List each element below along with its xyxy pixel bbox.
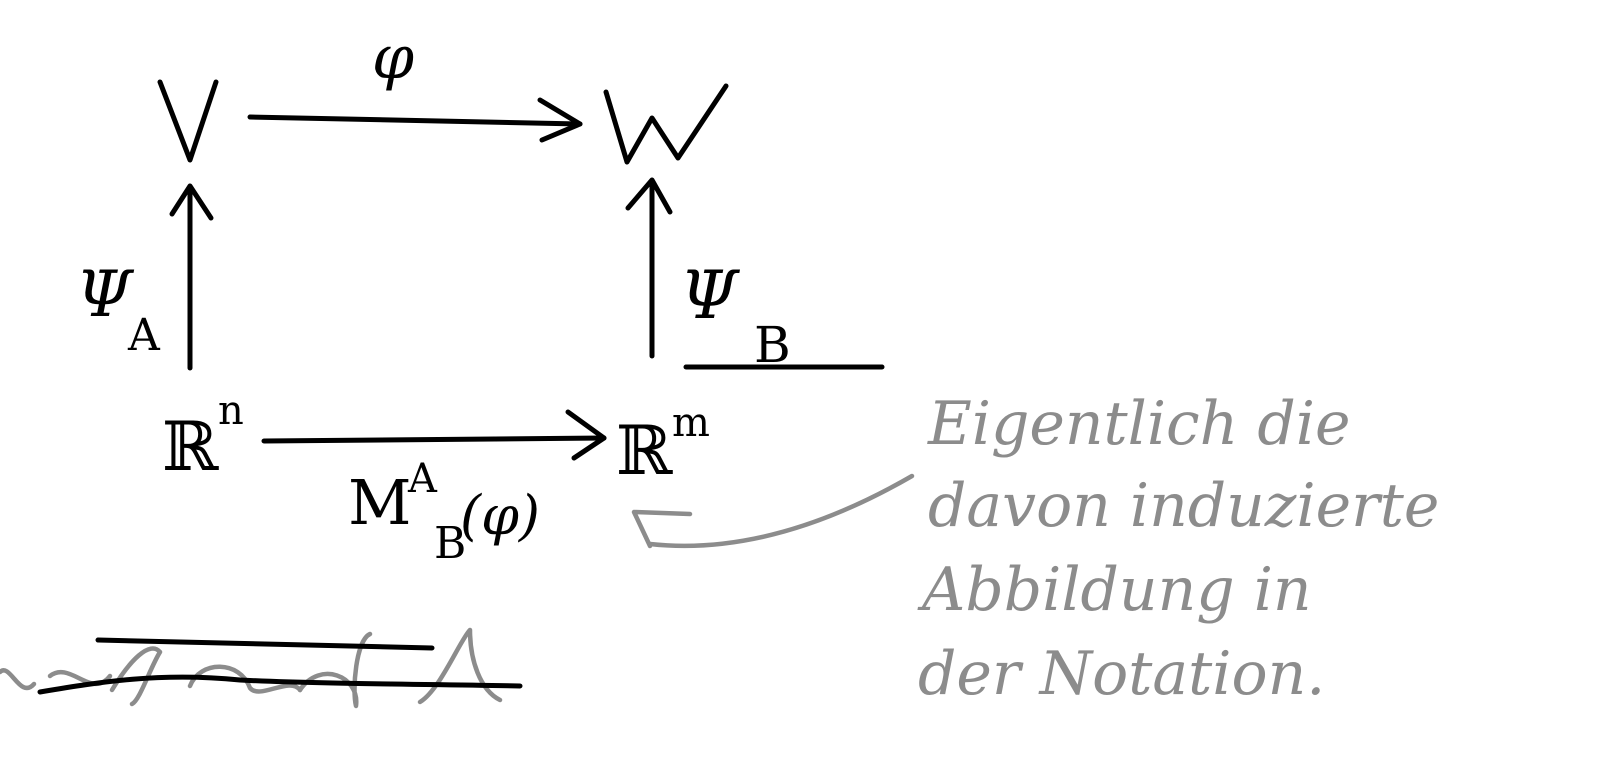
arrow-bottom-label-sup: A — [407, 456, 438, 502]
node-rn-base: ℝ — [162, 408, 219, 487]
arrow-bottom — [261, 409, 607, 461]
annotation-text: Eigentlich die davon induzierte Abbildun… — [917, 389, 1439, 709]
arrow-top-label: φ — [372, 23, 414, 93]
annotation-line: der Notation. — [918, 639, 1325, 709]
node-rn: ℝ n — [162, 388, 244, 487]
arrow-right-label: Ψ B — [680, 257, 791, 374]
node-rm-exp: m — [672, 400, 710, 446]
node-rm: ℝ m — [616, 400, 710, 491]
crossed-out-scribble — [0, 627, 523, 709]
arrow-right-label-psi: Ψ — [680, 257, 740, 334]
arrow-left-label-psi: Ψ — [76, 258, 135, 332]
arrow-bottom-label: M A B (φ) — [348, 456, 540, 569]
arrow-top — [247, 97, 583, 143]
arrow-left — [169, 183, 214, 371]
arrow-bottom-label-m: M — [348, 466, 411, 539]
annotation-arrow — [631, 473, 915, 549]
arrow-right-label-sub: B — [754, 316, 791, 374]
arrow-left-label-sub: A — [127, 310, 161, 361]
node-rn-exp: n — [218, 388, 244, 434]
annotation-line: Abbildung in — [917, 555, 1312, 625]
arrow-bottom-label-arg: (φ) — [460, 484, 540, 547]
arrow-left-label: Ψ A — [76, 258, 161, 361]
node-v: V — [157, 79, 219, 163]
annotation-line: Eigentlich die — [927, 389, 1350, 459]
arrow-bottom-label-sub: B — [434, 518, 466, 569]
node-w: W — [603, 83, 729, 165]
arrow-right — [625, 177, 673, 359]
node-rm-base: ℝ — [616, 412, 673, 491]
annotation-line: davon induzierte — [928, 471, 1439, 541]
